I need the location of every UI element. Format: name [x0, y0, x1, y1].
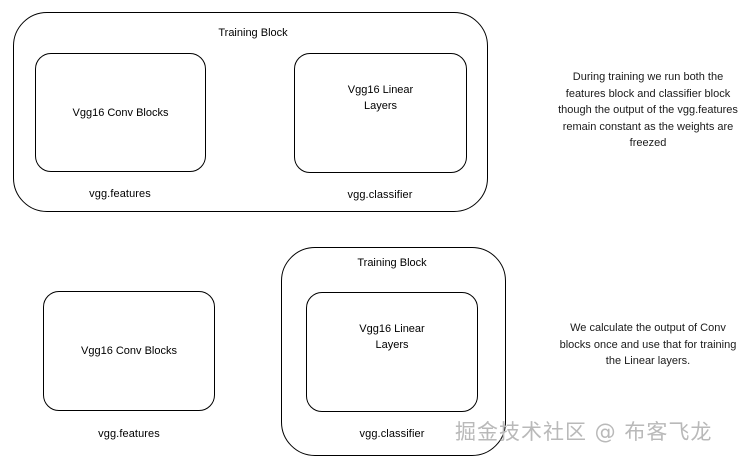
top-vgg-classifier-box-label-line2: Layers: [363, 100, 398, 112]
top-note-line-4: remain constant as the weights are: [562, 120, 734, 133]
top-note-line-3: though the output of the vgg.features: [558, 104, 738, 116]
top-training-block-title: Training Block: [218, 27, 288, 39]
top-vgg-classifier-box-label-line1: Vgg16 Linear: [347, 84, 414, 96]
bottom-vgg-classifier-box-label: Vgg16 Linear Layers: [306, 321, 478, 353]
top-section-note: During training we run both the features…: [548, 69, 748, 152]
bottom-vgg-classifier-box-label-line1: Vgg16 Linear: [359, 323, 425, 335]
top-vgg-features-box: [35, 53, 206, 172]
top-vgg-classifier-box: [294, 53, 467, 173]
bottom-vgg-features-box-label: Vgg16 Conv Blocks: [81, 345, 177, 357]
bottom-vgg-classifier-box-label-line2: Layers: [375, 339, 409, 351]
top-note-line-5: freezed: [629, 137, 667, 149]
bottom-section-note: We calculate the output of Conv blocks o…: [548, 320, 748, 370]
bottom-note-line-1: We calculate the output of Conv: [570, 322, 726, 334]
top-vgg-classifier-caption: vgg.classifier: [347, 189, 413, 201]
top-note-line-2: features block and classifier block: [565, 87, 731, 100]
top-vgg-features-caption: vgg.features: [89, 188, 151, 200]
top-training-block-container: [13, 12, 488, 212]
top-note-line-1: During training we run both the: [572, 71, 724, 83]
bottom-vgg-features-box: [43, 291, 215, 411]
bottom-note-line-3: the Linear layers.: [605, 355, 691, 367]
bottom-note-line-2: blocks once and use that for training: [559, 338, 737, 351]
top-vgg-classifier-box-label: Vgg16 Linear Layers: [294, 82, 467, 114]
bottom-vgg-classifier-caption: vgg.classifier: [359, 428, 425, 440]
watermark-text: 掘金技术社区 @ 布客飞龙: [455, 420, 713, 444]
top-vgg-features-box-label: Vgg16 Conv Blocks: [72, 106, 169, 119]
bottom-vgg-classifier-box: [306, 292, 478, 412]
bottom-training-block-container: [281, 247, 506, 456]
bottom-vgg-features-caption: vgg.features: [98, 428, 160, 440]
bottom-training-block-title: Training Block: [357, 257, 427, 269]
